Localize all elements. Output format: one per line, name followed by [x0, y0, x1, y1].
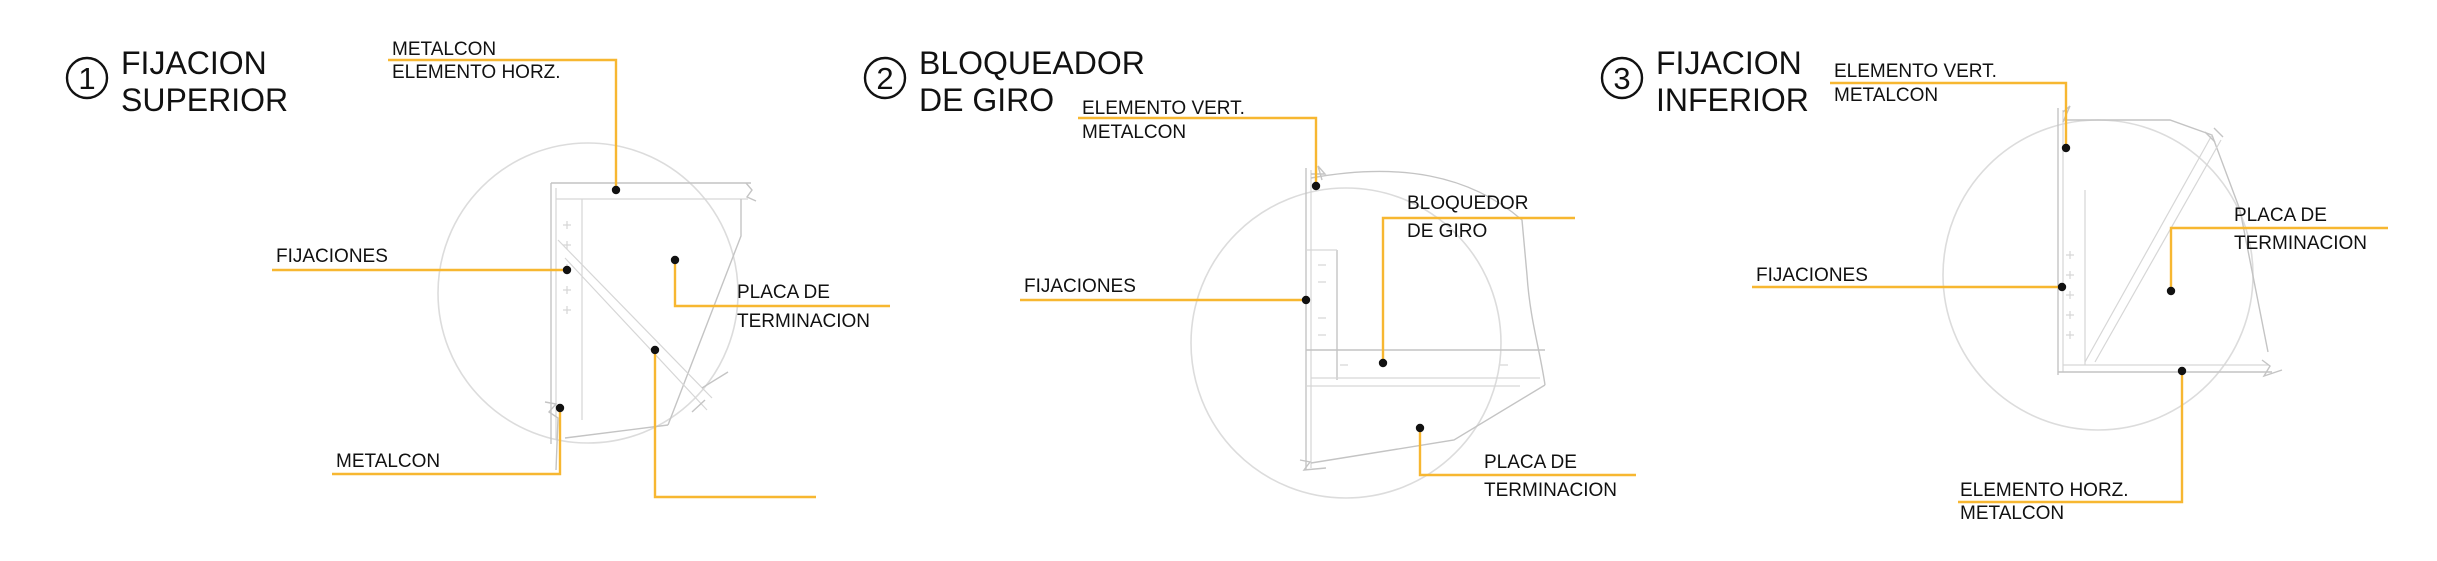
- detail-2-bloqueador-de-giro: 2 BLOQUEADOR DE GIRO: [863, 45, 1636, 501]
- detail-3-title-line1: FIJACION: [1656, 45, 1802, 81]
- detail-2-screw-marks: [1318, 264, 1508, 366]
- detail-2-leader-bloq: [1381, 216, 1575, 363]
- detail-1-label-top-line2: ELEMENTO HORZ.: [392, 62, 561, 83]
- detail-1-linework: [544, 182, 757, 471]
- detail-3-fijacion-inferior: 3 FIJACION INFERIOR: [1600, 45, 2388, 524]
- detail-2-number: 2: [876, 61, 893, 96]
- detail-1-leader-metalcon: [332, 408, 562, 476]
- detail-1-leader-lower: [653, 350, 816, 499]
- detail-3-label-horz-line2: METALCON: [1960, 503, 2064, 524]
- detail-1-dot-fijaciones: [562, 265, 572, 275]
- detail-3-leader-horz: [1958, 371, 2184, 504]
- detail-2-dot-placa: [1415, 423, 1425, 433]
- detail-3-label-horz-line1: ELEMENTO HORZ.: [1960, 480, 2129, 501]
- detail-3-dot-horz: [2177, 366, 2187, 376]
- detail-2-label-placa-line2: TERMINACION: [1484, 480, 1617, 501]
- detail-1-number: 1: [78, 61, 95, 96]
- detail-3-dot-vert: [2061, 143, 2071, 153]
- detail-1-label-top-line1: METALCON: [392, 39, 496, 60]
- detail-1-callout-circle: [437, 142, 739, 444]
- detail-1-dot-placa: [670, 255, 680, 265]
- detail-2-title-line2: DE GIRO: [919, 82, 1054, 118]
- detail-2-label-placa-line1: PLACA DE: [1484, 452, 1577, 473]
- detail-3-label-vert-line2: METALCON: [1834, 85, 1938, 106]
- detail-2-label-bloq-line2: DE GIRO: [1407, 221, 1487, 242]
- detail-2-dot-vert: [1311, 181, 1321, 191]
- detail-1-fijacion-superior: 1 FIJACION SUPERIOR: [65, 39, 890, 499]
- detail-1-number-badge: [65, 56, 109, 100]
- detail-2-dot-bloq: [1378, 358, 1388, 368]
- detail-2-label-vert-line2: METALCON: [1082, 122, 1186, 143]
- detail-1-label-metalcon: METALCON: [336, 451, 440, 472]
- detail-3-leader-placa: [2169, 226, 2388, 291]
- detail-3-label-fijaciones: FIJACIONES: [1756, 265, 1868, 286]
- detail-3-label-placa-line2: TERMINACION: [2234, 233, 2367, 254]
- detail-2-leader-vert: [1078, 116, 1318, 186]
- detail-2-label-bloq-line1: BLOQUEDOR: [1407, 193, 1528, 214]
- detail-3-screw-marks: [2066, 251, 2074, 339]
- detail-2-title-line1: BLOQUEADOR: [919, 45, 1145, 81]
- detail-3-label-placa-line1: PLACA DE: [2234, 205, 2327, 226]
- detail-1-dot-lower: [650, 345, 660, 355]
- detail-3-dot-placa: [2166, 286, 2176, 296]
- detail-3-number: 3: [1613, 61, 1630, 96]
- detail-1-dot-top: [611, 185, 621, 195]
- detail-1-title-line2: SUPERIOR: [121, 82, 288, 118]
- detail-3-number-badge: [1600, 56, 1644, 100]
- detail-1-label-placa-line1: PLACA DE: [737, 282, 830, 303]
- detail-3-dot-fijaciones: [2057, 282, 2067, 292]
- detail-3-title-line2: INFERIOR: [1656, 82, 1809, 118]
- detail-2-label-fijaciones: FIJACIONES: [1024, 276, 1136, 297]
- detail-1-leader-placa: [673, 260, 890, 308]
- detail-3-leader-vert: [1830, 81, 2068, 148]
- detail-2-leader-placa: [1418, 428, 1636, 477]
- detail-1-dot-metalcon: [555, 403, 565, 413]
- detail-1-title-line1: FIJACION: [121, 45, 267, 81]
- detail-2-number-badge: [863, 56, 907, 100]
- detail-1-label-placa-line2: TERMINACION: [737, 311, 870, 332]
- detail-1-leader-top: [388, 58, 618, 190]
- detail-2-label-vert-line1: ELEMENTO VERT.: [1082, 98, 1245, 119]
- detail-2-linework: [1299, 165, 1546, 471]
- detail-2-dot-fijaciones: [1301, 295, 1311, 305]
- detail-1-label-fijaciones: FIJACIONES: [276, 246, 388, 267]
- detail-2-callout-circle: [1190, 187, 1502, 499]
- detail-3-label-vert-line1: ELEMENTO VERT.: [1834, 61, 1997, 82]
